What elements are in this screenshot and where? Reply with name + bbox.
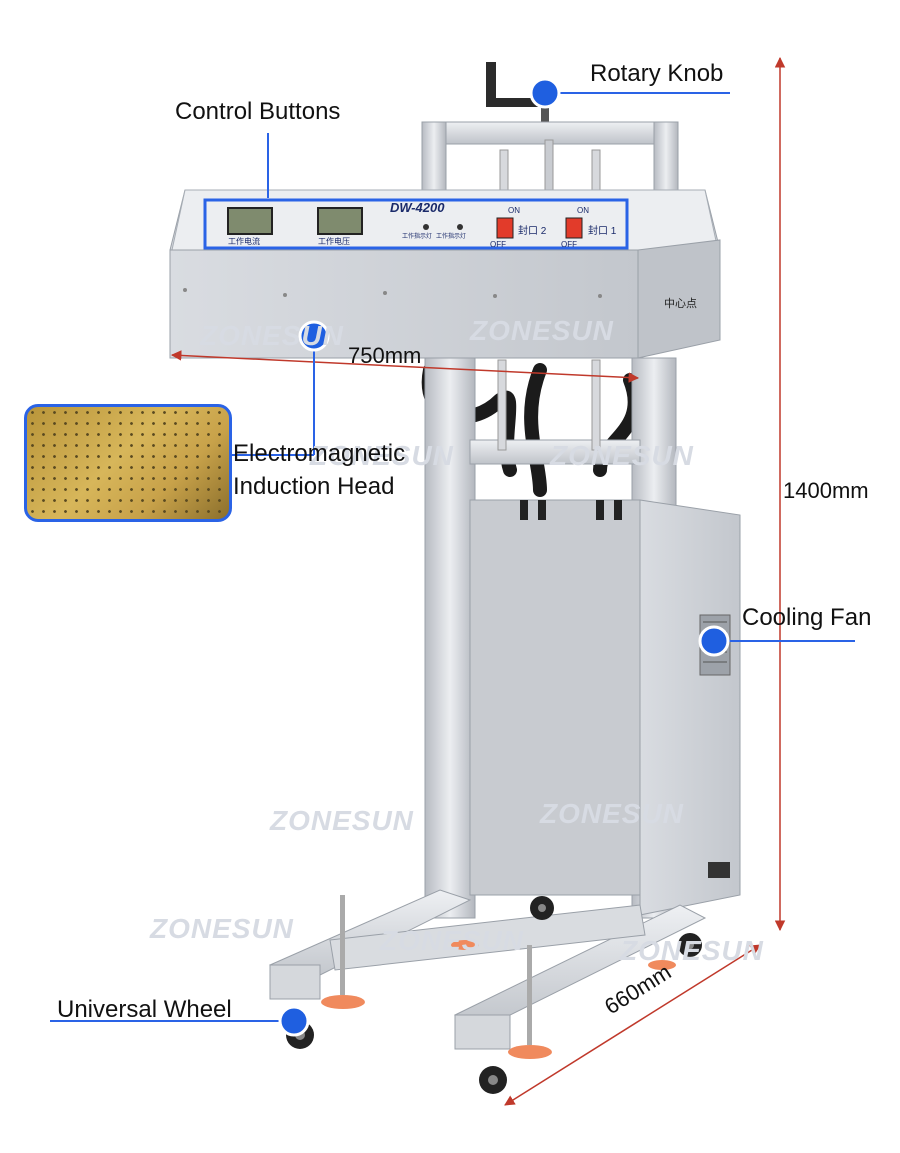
cooling-fan-label: Cooling Fan <box>742 604 872 631</box>
switch-1-off: OFF <box>561 240 577 249</box>
rotary-knob <box>486 62 549 130</box>
switch-2-on: ON <box>508 206 520 215</box>
watermark: ZONESUN <box>620 935 764 966</box>
model-label: DW-4200 <box>390 200 445 215</box>
watermark: ZONESUN <box>550 440 694 471</box>
electrical-cabinet <box>469 499 741 916</box>
watermark: ZONESUN <box>540 798 684 829</box>
meter-2-label: 工作电压 <box>318 237 350 246</box>
rotary-knob-marker <box>529 77 561 109</box>
induction-head-label-line1: Electromagnetic <box>233 440 406 467</box>
callout-lines <box>50 92 855 1022</box>
indicator-2-label: 工作指示灯 <box>402 234 433 240</box>
watermark: ZONESUN <box>270 805 414 836</box>
center-mark: 中心点 <box>664 298 697 310</box>
watermark: ZONESUN <box>310 440 454 471</box>
width-dimension: 750mm <box>348 343 422 368</box>
control-buttons-label: Control Buttons <box>175 98 341 125</box>
depth-arrow <box>504 944 761 1106</box>
switch-2-label: 封口 2 <box>518 226 547 237</box>
width-arrow <box>170 350 640 383</box>
induction-head-marker <box>298 320 330 352</box>
watermark: ZONESUN <box>470 315 614 346</box>
cooling-fan-marker <box>698 625 730 657</box>
watermark: ZONESUN <box>200 320 344 351</box>
height-dimension: 1400mm <box>783 478 869 503</box>
head-housing <box>169 189 721 359</box>
switch-1-label: 封口 1 <box>588 226 617 237</box>
watermark: ZONESUN <box>380 925 524 956</box>
switch-2-off: OFF <box>490 240 506 249</box>
induction-head-label-line2: Induction Head <box>233 473 395 500</box>
universal-wheel-marker <box>278 1005 310 1037</box>
dimension-arrows <box>170 56 786 1106</box>
rotary-knob-label: Rotary Knob <box>590 60 724 87</box>
induction-head-closeup <box>24 404 232 522</box>
universal-wheel-label: Universal Wheel <box>57 996 232 1023</box>
callout-dots <box>278 77 730 1037</box>
meter-1-label: 工作电流 <box>228 237 260 246</box>
indicator-1-label: 工作指示灯 <box>436 234 467 240</box>
watermark: ZONESUN <box>150 913 294 944</box>
switch-1-on: ON <box>577 206 589 215</box>
